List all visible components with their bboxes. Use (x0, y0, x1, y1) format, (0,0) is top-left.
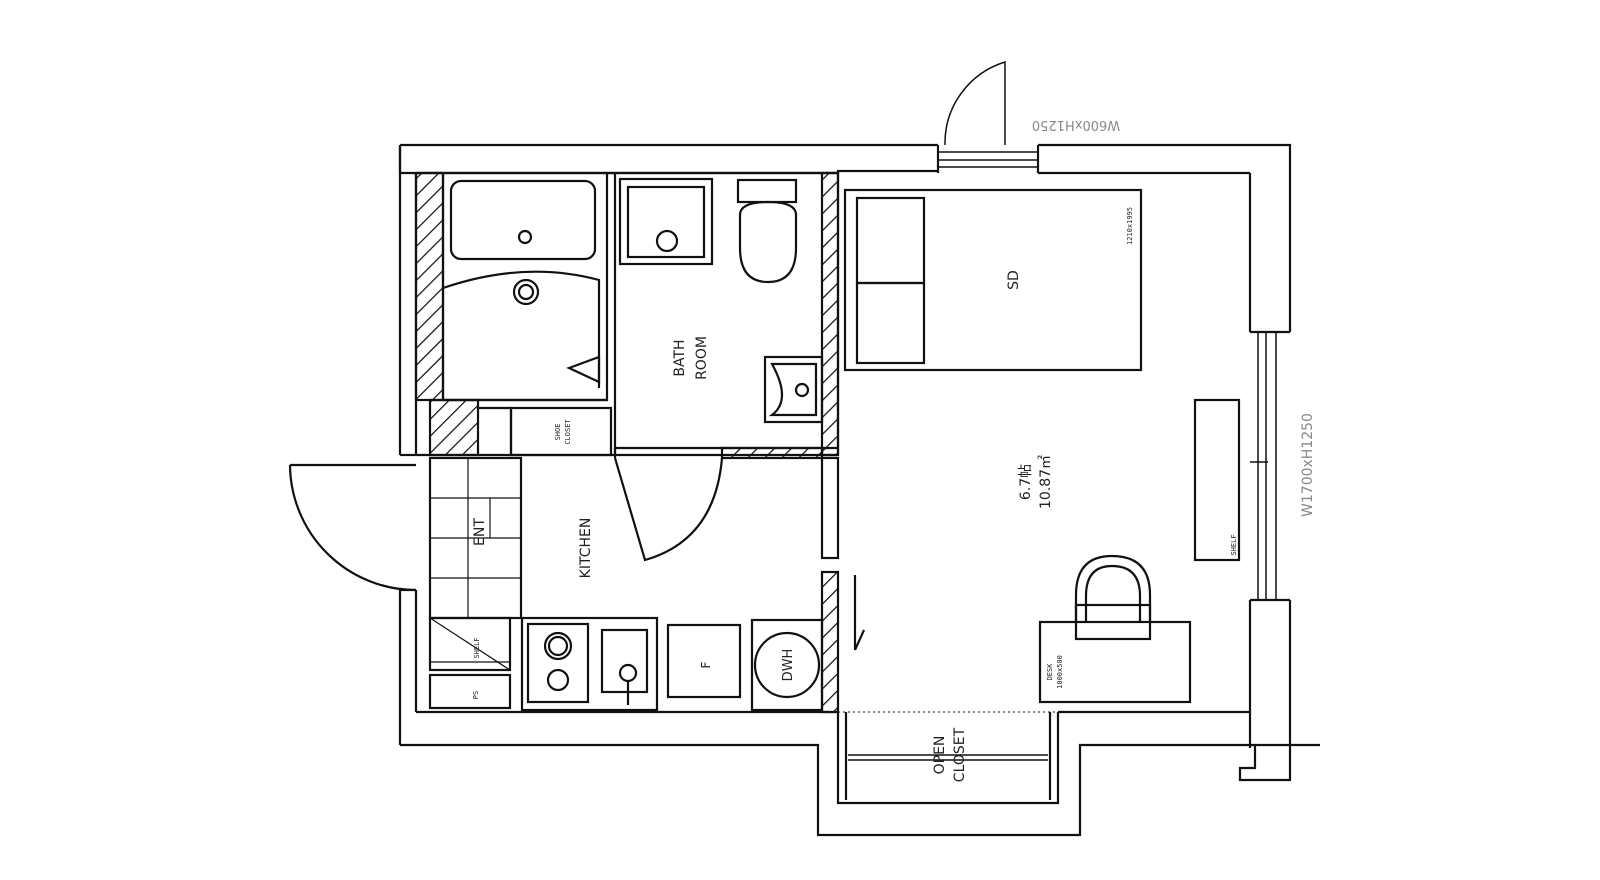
exterior-walls (398, 143, 1320, 837)
entrance-kitchen (416, 453, 866, 714)
desk-label-2: 1000x500 (1056, 655, 1064, 689)
water-heater-label: DWH (781, 649, 796, 682)
room-area-tatami: 6.7帖 (1018, 464, 1034, 500)
entrance-shelf-label: SHELF (473, 637, 481, 658)
window-right (1250, 332, 1277, 600)
bathroom-label-1: BATH (672, 339, 688, 376)
shoe-closet-label-1: SHOE (554, 424, 562, 441)
window-top (938, 60, 1038, 168)
open-closet-label-2: CLOSET (952, 727, 968, 782)
entrance-door (288, 463, 417, 592)
open-closet-label-1: OPEN (932, 736, 948, 775)
open-closet (844, 712, 1052, 800)
room-shelf-label: SHELF (1230, 534, 1238, 555)
main-room (838, 188, 1241, 713)
window-right-label: W1700xH1250 (1300, 413, 1316, 517)
bathroom-label-2: ROOM (694, 336, 710, 380)
bed-label: SD (1006, 270, 1022, 290)
kitchen-label: KITCHEN (578, 518, 594, 579)
ps-label: PS (472, 691, 480, 699)
desk-label-1: DESK (1046, 663, 1054, 681)
bed-size-label: 1210x1995 (1126, 207, 1134, 245)
fridge-label: F (699, 661, 713, 668)
shoe-closet-label-2: CLOSET (564, 419, 572, 445)
entrance-label: ENT (472, 518, 488, 546)
window-top-label: W600xH1250 (1032, 117, 1120, 132)
bathroom (414, 171, 840, 562)
room-area-sqm: 10.87㎡ (1038, 455, 1054, 509)
